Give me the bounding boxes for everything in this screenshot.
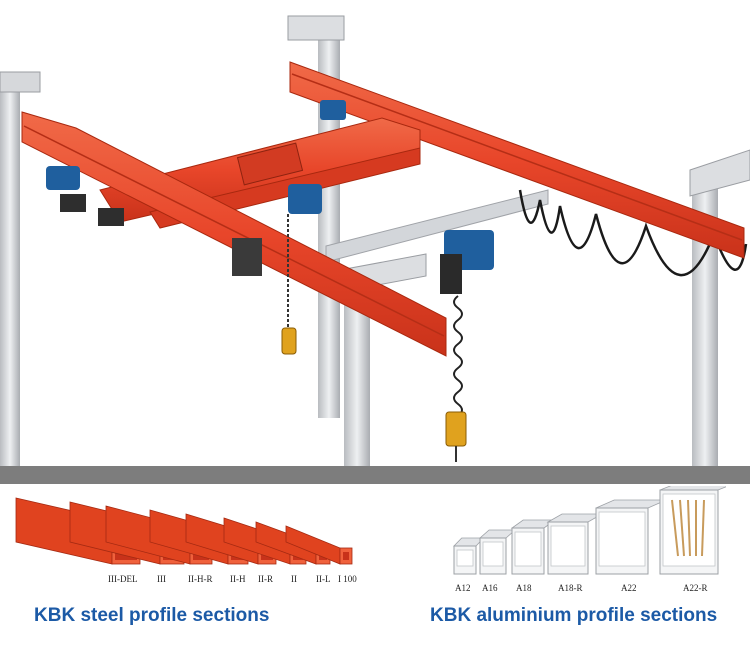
left-runway-girder xyxy=(21,111,447,357)
aluminium-label: A16 xyxy=(482,583,498,593)
aluminium-profile-bar xyxy=(510,519,557,575)
aluminium-profile-bar xyxy=(546,513,604,575)
steel-label: II-H xyxy=(230,574,246,584)
steel-label: II-R xyxy=(258,574,273,584)
profile-sections-panel: III-DEL III II-H-R II-H II-R II II-L I 1… xyxy=(0,484,750,645)
aluminium-profile-bar xyxy=(595,499,667,575)
aluminium-label: A22 xyxy=(621,583,637,593)
steel-label: III-DEL xyxy=(108,574,138,584)
aluminium-label: A22-R xyxy=(683,583,708,593)
steel-profiles-image xyxy=(15,497,353,565)
aluminium-profile-bar xyxy=(478,529,517,575)
hoist-chains xyxy=(281,214,467,462)
aluminium-profile-bar xyxy=(453,537,485,575)
right-runway-girder xyxy=(289,61,745,259)
steel-profile-bar xyxy=(285,525,353,565)
aluminium-label: A18-R xyxy=(558,583,583,593)
aluminium-profile-bar xyxy=(659,486,726,575)
crane-system-illustration xyxy=(0,15,750,466)
aluminium-label: A12 xyxy=(455,583,471,593)
steel-label: I 100 xyxy=(338,574,357,584)
hoist-units xyxy=(46,100,494,294)
steel-label: III xyxy=(157,574,166,584)
divider-band xyxy=(0,466,750,484)
steel-label: II xyxy=(291,574,297,584)
steel-label: II-H-R xyxy=(188,574,213,584)
runway-rail xyxy=(325,189,549,263)
aluminium-profiles-image xyxy=(453,486,726,575)
aluminium-section-title: KBK aluminium profile sections xyxy=(430,605,718,626)
steel-section-title: KBK steel profile sections xyxy=(34,605,270,626)
steel-label: II-L xyxy=(316,574,331,584)
aluminium-label: A18 xyxy=(516,583,532,593)
